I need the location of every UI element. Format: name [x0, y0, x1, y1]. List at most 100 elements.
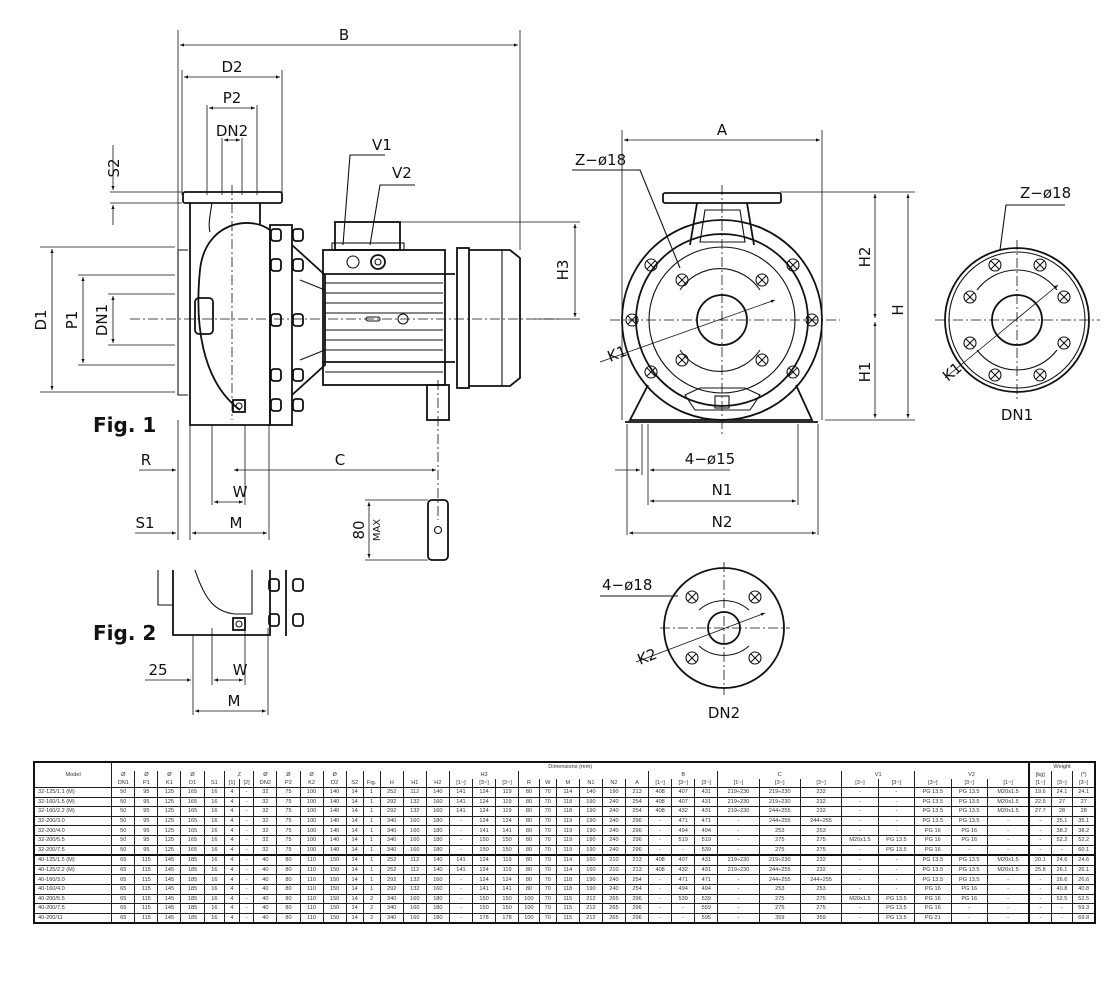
header-z1: [1] — [224, 779, 240, 788]
header-h: H — [379, 779, 404, 788]
table-cell: - — [1028, 825, 1052, 836]
table-cell: 80 — [518, 787, 540, 798]
table-cell: - — [671, 844, 696, 856]
table-cell: - — [238, 834, 255, 846]
table-cell: 4 — [224, 854, 240, 866]
table-cell: - — [1028, 903, 1052, 914]
table-cell: 150 — [495, 893, 520, 905]
table-cell: 141 — [471, 825, 497, 836]
table-cell: 1 — [362, 854, 381, 866]
table-cell: 140 — [322, 834, 347, 846]
table-cell: 160 — [402, 834, 427, 846]
table-cell: 180 — [425, 844, 450, 856]
table-cell: 2 — [362, 912, 381, 925]
table-cell: 190 — [601, 787, 627, 798]
header-m: M — [555, 779, 580, 788]
table-cell: 494 — [694, 825, 719, 836]
header-v1-3ph: [3~] — [877, 779, 916, 788]
table-cell: 275 — [799, 893, 843, 905]
table-cell: 100 — [299, 787, 324, 798]
table-cell: 145 — [157, 874, 182, 885]
table-cell: 14 — [345, 787, 364, 798]
table-cell: 95 — [134, 796, 159, 808]
table-cell: 69.8 — [1072, 912, 1097, 925]
table-cell: 160 — [402, 825, 427, 836]
table-cell: 252 — [379, 854, 404, 866]
table-cell: - — [717, 883, 760, 895]
table-cell: 244÷255 — [758, 874, 801, 885]
table-cell: 4 — [224, 825, 240, 836]
header-dn2: DN2 — [253, 779, 278, 788]
table-cell: 150 — [322, 912, 347, 925]
table-cell: - — [986, 893, 1030, 905]
table-cell: PG 13.5 — [877, 844, 916, 856]
table-cell: 160 — [425, 883, 450, 895]
table-cell: PG 16 — [914, 844, 952, 856]
table-cell: 244÷255 — [758, 815, 801, 827]
table-cell: 80 — [518, 815, 540, 827]
table-cell: 185 — [180, 883, 205, 895]
table-cell: 14 — [345, 854, 364, 866]
table-cell: 119 — [495, 806, 520, 817]
table-cell: 219÷230 — [758, 796, 801, 808]
table-cell: 60.1 — [1072, 844, 1097, 856]
table-cell: 132 — [402, 796, 427, 808]
header-w: W — [538, 779, 557, 788]
header-blank — [345, 771, 364, 779]
table-cell: 16 — [203, 796, 226, 808]
table-cell: 110 — [299, 883, 324, 895]
table-cell: 52.5 — [1072, 893, 1097, 905]
table-cell: 407 — [671, 854, 696, 866]
table-cell: 494 — [671, 825, 696, 836]
table-cell: 160 — [425, 796, 450, 808]
table-cell: 65 — [111, 874, 136, 885]
table-cell: - — [986, 874, 1030, 885]
cell-model: 40-125/1.5 (M) — [33, 854, 113, 866]
header-blank — [379, 771, 404, 779]
table-cell: 219÷230 — [758, 854, 801, 866]
table-cell: - — [238, 874, 255, 885]
table-cell: - — [717, 815, 760, 827]
table-cell: 150 — [322, 883, 347, 895]
cell-model: 40-160/4.0 — [33, 883, 113, 895]
table-cell: 254 — [625, 806, 650, 817]
header-h3: H3 — [448, 771, 520, 779]
table-cell: 75 — [276, 796, 301, 808]
table-cell: PG 13.5 — [877, 903, 916, 914]
table-cell: 50 — [111, 825, 136, 836]
table-cell: 110 — [299, 893, 324, 905]
header-s1: S1 — [203, 779, 226, 788]
table-cell: 80 — [518, 796, 540, 808]
table-cell: 16 — [203, 787, 226, 798]
table-cell: 14 — [345, 864, 364, 876]
table-cell: 471 — [694, 815, 719, 827]
table-cell: 80 — [276, 893, 301, 905]
header-h3-3ph-star: [3~] — [495, 779, 520, 788]
table-cell: 16 — [203, 844, 226, 856]
table-cell: - — [648, 883, 673, 895]
table-cell: 253 — [799, 825, 843, 836]
header-v1: V1 — [841, 771, 916, 779]
table-cell: 65 — [111, 893, 136, 905]
table-cell: 114 — [555, 864, 580, 876]
table-cell: PG 13.5 — [877, 912, 916, 925]
table-cell: 1 — [362, 883, 381, 895]
table-cell: 140 — [322, 844, 347, 856]
cell-model: 40-125/2.2 (M) — [33, 864, 113, 876]
table-cell: 150 — [322, 854, 347, 866]
header-v2: V2 — [914, 771, 1030, 779]
front-view: A Z−ø18 K1 — [572, 121, 915, 535]
table-cell: 180 — [425, 903, 450, 914]
header-h3-3ph: [3~] — [471, 779, 497, 788]
table-cell: - — [1028, 883, 1052, 895]
leader-label-z-holes: Z−ø18 — [575, 151, 626, 169]
table-cell: 115 — [134, 883, 159, 895]
table-cell: - — [841, 864, 879, 876]
table-cell: 253 — [799, 883, 843, 895]
table-cell: 232 — [799, 864, 843, 876]
table-cell: 252 — [379, 864, 404, 876]
table-cell: 40.8 — [1072, 883, 1097, 895]
